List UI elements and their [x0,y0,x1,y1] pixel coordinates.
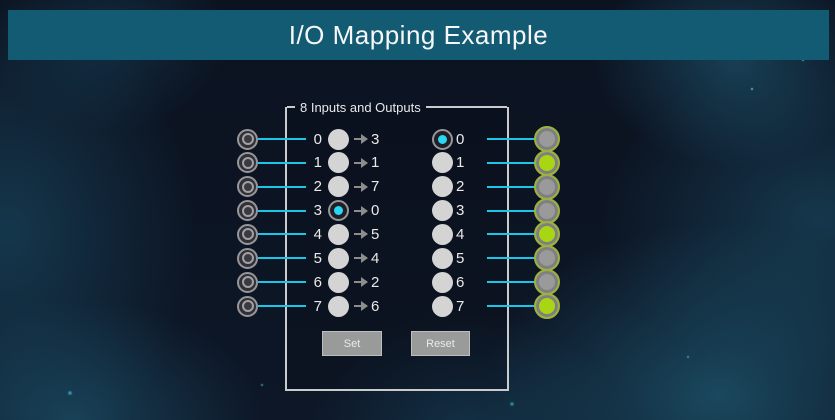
input-wire [258,257,306,260]
input-channel-label: 6 [313,273,322,291]
output-led [534,149,560,176]
input-target-label: 7 [371,178,380,196]
output-channel-label: 6 [456,273,465,291]
output-led [534,173,560,200]
output-radio[interactable] [432,152,453,174]
input-target-label: 2 [371,273,380,291]
output-wire [487,185,535,188]
input-connector [237,223,258,245]
input-target-label: 3 [371,130,380,148]
input-target-label: 6 [371,297,380,315]
arrow-right-icon [354,205,368,217]
input-radio[interactable] [328,247,349,269]
input-channel-label: 0 [313,130,322,148]
input-radio[interactable] [328,295,349,317]
output-channel-label: 1 [456,154,465,172]
output-radio[interactable] [432,295,453,317]
input-radio[interactable] [328,128,349,150]
input-channel-label: 2 [313,178,322,196]
output-channel-label: 7 [456,297,465,315]
output-radio[interactable] [432,271,453,293]
arrow-right-icon [354,157,368,169]
input-connector [237,271,258,293]
input-radio[interactable] [328,152,349,174]
output-wire [487,257,535,260]
input-connector [237,247,258,269]
io-group-box: 8 Inputs and Outputs Set Reset [285,100,509,391]
input-wire [258,161,306,164]
group-box-top-border: 8 Inputs and Outputs [287,98,507,116]
input-channel-label: 1 [313,154,322,172]
output-led [534,293,560,320]
input-wire [258,281,306,284]
output-wire [487,138,535,140]
input-target-label: 5 [371,225,380,243]
arrow-right-icon [354,228,368,240]
input-connector [237,128,258,150]
output-wire [487,281,535,284]
input-channel-label: 7 [313,297,322,315]
output-channel-label: 4 [456,225,465,243]
input-target-label: 0 [371,202,380,220]
output-led [534,269,560,296]
output-led [534,126,560,152]
output-channel-label: 3 [456,202,465,220]
reset-button[interactable]: Reset [411,331,470,356]
page-title: I/O Mapping Example [288,19,549,50]
arrow-right-icon [354,276,368,288]
output-wire [487,161,535,164]
output-wire [487,305,535,308]
output-wire [487,209,535,212]
output-channel-label: 5 [456,249,465,267]
input-wire [258,305,306,308]
output-led [534,245,560,272]
output-radio[interactable] [432,176,453,198]
input-target-label: 1 [371,154,380,172]
group-box-legend: 8 Inputs and Outputs [300,99,421,115]
output-radio[interactable] [432,247,453,269]
output-radio[interactable] [432,223,453,245]
output-wire [487,233,535,236]
output-channel-label: 2 [456,178,465,196]
input-radio[interactable] [328,271,349,293]
input-channel-label: 5 [313,249,322,267]
input-connector [237,295,258,317]
output-radio[interactable] [432,128,453,150]
set-button[interactable]: Set [322,331,382,356]
input-wire [258,209,306,212]
input-connector [237,152,258,174]
input-radio[interactable] [328,223,349,245]
arrow-right-icon [354,300,368,312]
output-radio[interactable] [432,200,453,222]
arrow-right-icon [354,133,368,145]
input-radio[interactable] [328,200,349,222]
output-channel-label: 0 [456,130,465,148]
input-wire [258,233,306,236]
output-led [534,197,560,224]
input-radio[interactable] [328,176,349,198]
output-led [534,221,560,248]
input-wire [258,185,306,188]
input-target-label: 4 [371,249,380,267]
input-connector [237,200,258,222]
input-channel-label: 4 [313,225,322,243]
arrow-right-icon [354,252,368,264]
title-bar: I/O Mapping Example [8,10,829,60]
input-channel-label: 3 [313,202,322,220]
arrow-right-icon [354,181,368,193]
input-wire [258,138,306,140]
input-connector [237,176,258,198]
